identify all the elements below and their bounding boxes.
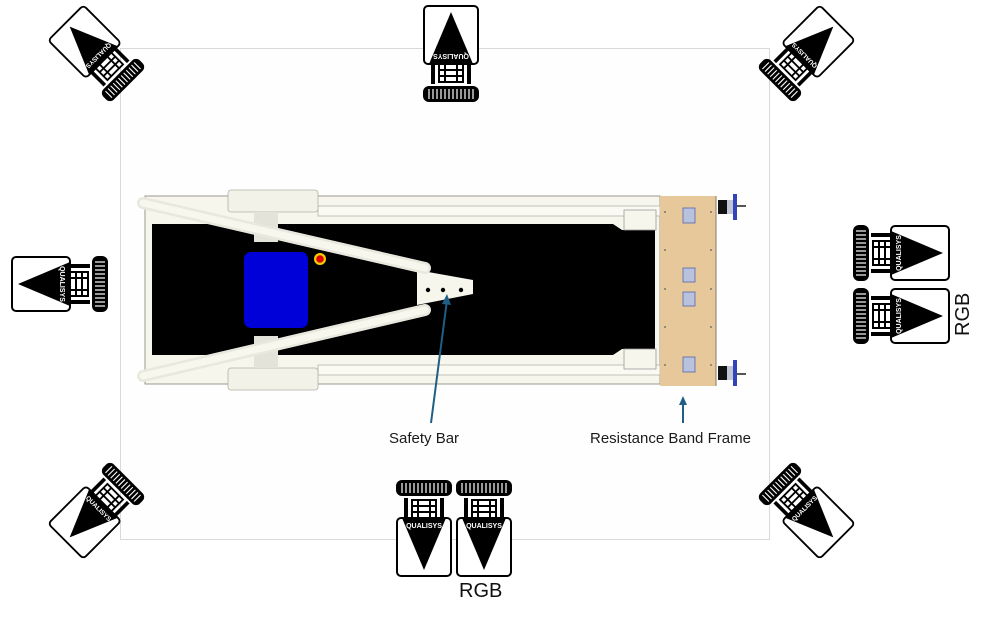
- resistance-band-frame-label: Resistance Band Frame: [590, 430, 751, 447]
- treadmill-belt: [152, 224, 655, 355]
- qualisys-camera-icon: [422, 5, 480, 103]
- annotation-arrows: [430, 294, 687, 424]
- camera-right-lower-rgb: [851, 286, 951, 346]
- qualisys-camera-icon: [852, 224, 950, 282]
- camera-bottom-center-right-rgb: [454, 478, 514, 578]
- rgb-label-bottom: RGB: [459, 580, 503, 602]
- camera-right-upper: [851, 223, 951, 283]
- treadmill: [137, 189, 661, 391]
- safety-bar-arrowhead: [442, 294, 451, 305]
- camera-bottom-center-left: [394, 478, 454, 578]
- qualisys-camera-icon: [395, 479, 453, 577]
- resistance-frame-arrowhead: [679, 396, 687, 405]
- emergency-stop: [316, 255, 324, 263]
- qualisys-camera-icon: [11, 255, 109, 313]
- qualisys-camera-icon: [455, 479, 513, 577]
- camera-top-center: [421, 4, 481, 104]
- console: [244, 252, 308, 328]
- safety-bar-plate: [417, 270, 473, 305]
- resistance-band-frame: [660, 194, 746, 386]
- qualisys-camera-icon: [852, 287, 950, 345]
- safety-bar-label: Safety Bar: [389, 430, 460, 447]
- rgb-label-right: RGB: [952, 292, 974, 336]
- camera-left: [10, 254, 110, 314]
